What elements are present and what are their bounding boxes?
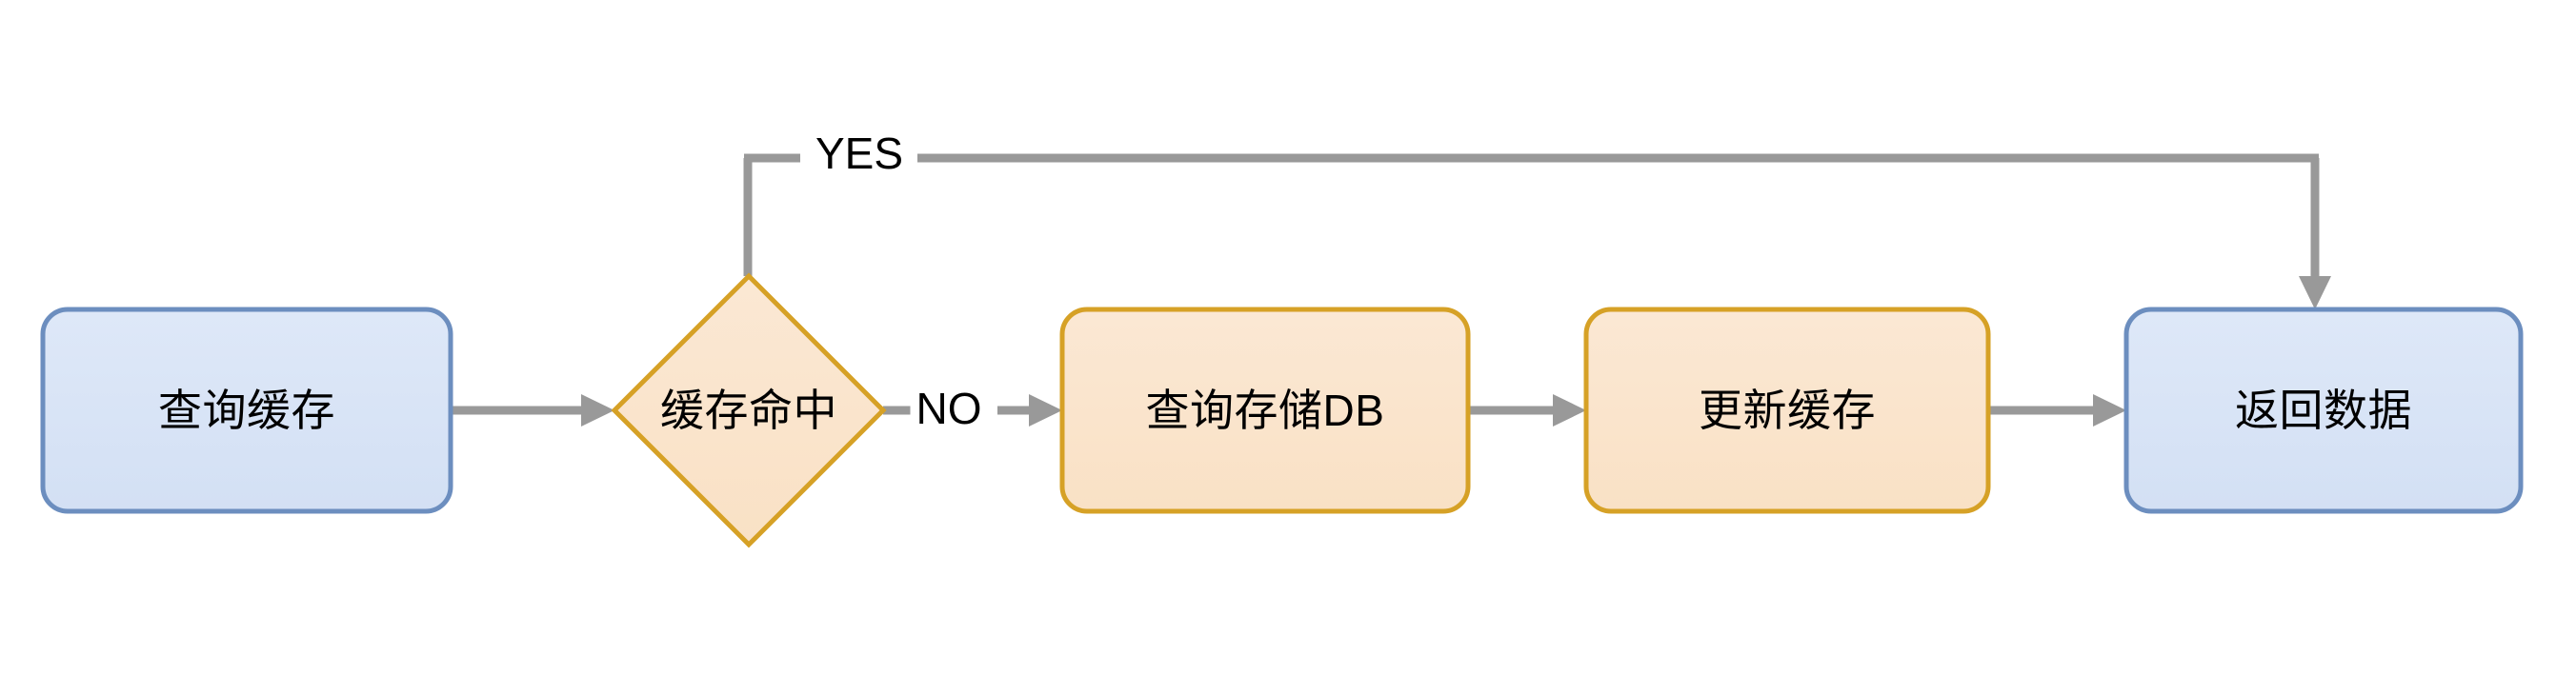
node-query-cache-shape[interactable] <box>40 307 453 514</box>
edge-query-cache-to-cache-hit[interactable] <box>451 394 614 427</box>
arrowhead-icon <box>2093 394 2126 427</box>
edge-cache-hit-to-return-data-yes[interactable] <box>743 153 2331 309</box>
arrowhead-icon <box>1553 394 1586 427</box>
node-return-data-shape[interactable] <box>2123 307 2524 514</box>
node-update-cache[interactable] <box>1586 309 1988 511</box>
node-query-cache[interactable] <box>43 309 451 511</box>
node-update-cache-shape[interactable] <box>1583 307 1991 514</box>
edge-cache-hit-to-query-db[interactable] <box>883 394 1062 427</box>
node-layer <box>40 272 2524 548</box>
edge-layer <box>451 153 2331 427</box>
edge-update-cache-to-return-data[interactable] <box>1988 394 2126 427</box>
node-cache-hit-shape[interactable] <box>611 272 887 548</box>
arrowhead-icon <box>581 394 614 427</box>
node-cache-hit[interactable] <box>614 276 883 545</box>
node-query-db[interactable] <box>1062 309 1468 511</box>
node-return-data[interactable] <box>2126 309 2521 511</box>
node-query-db-shape[interactable] <box>1059 307 1471 514</box>
arrowhead-icon <box>2299 276 2331 309</box>
edge-query-db-to-update-cache[interactable] <box>1468 394 1586 427</box>
arrowhead-icon <box>1029 394 1062 427</box>
